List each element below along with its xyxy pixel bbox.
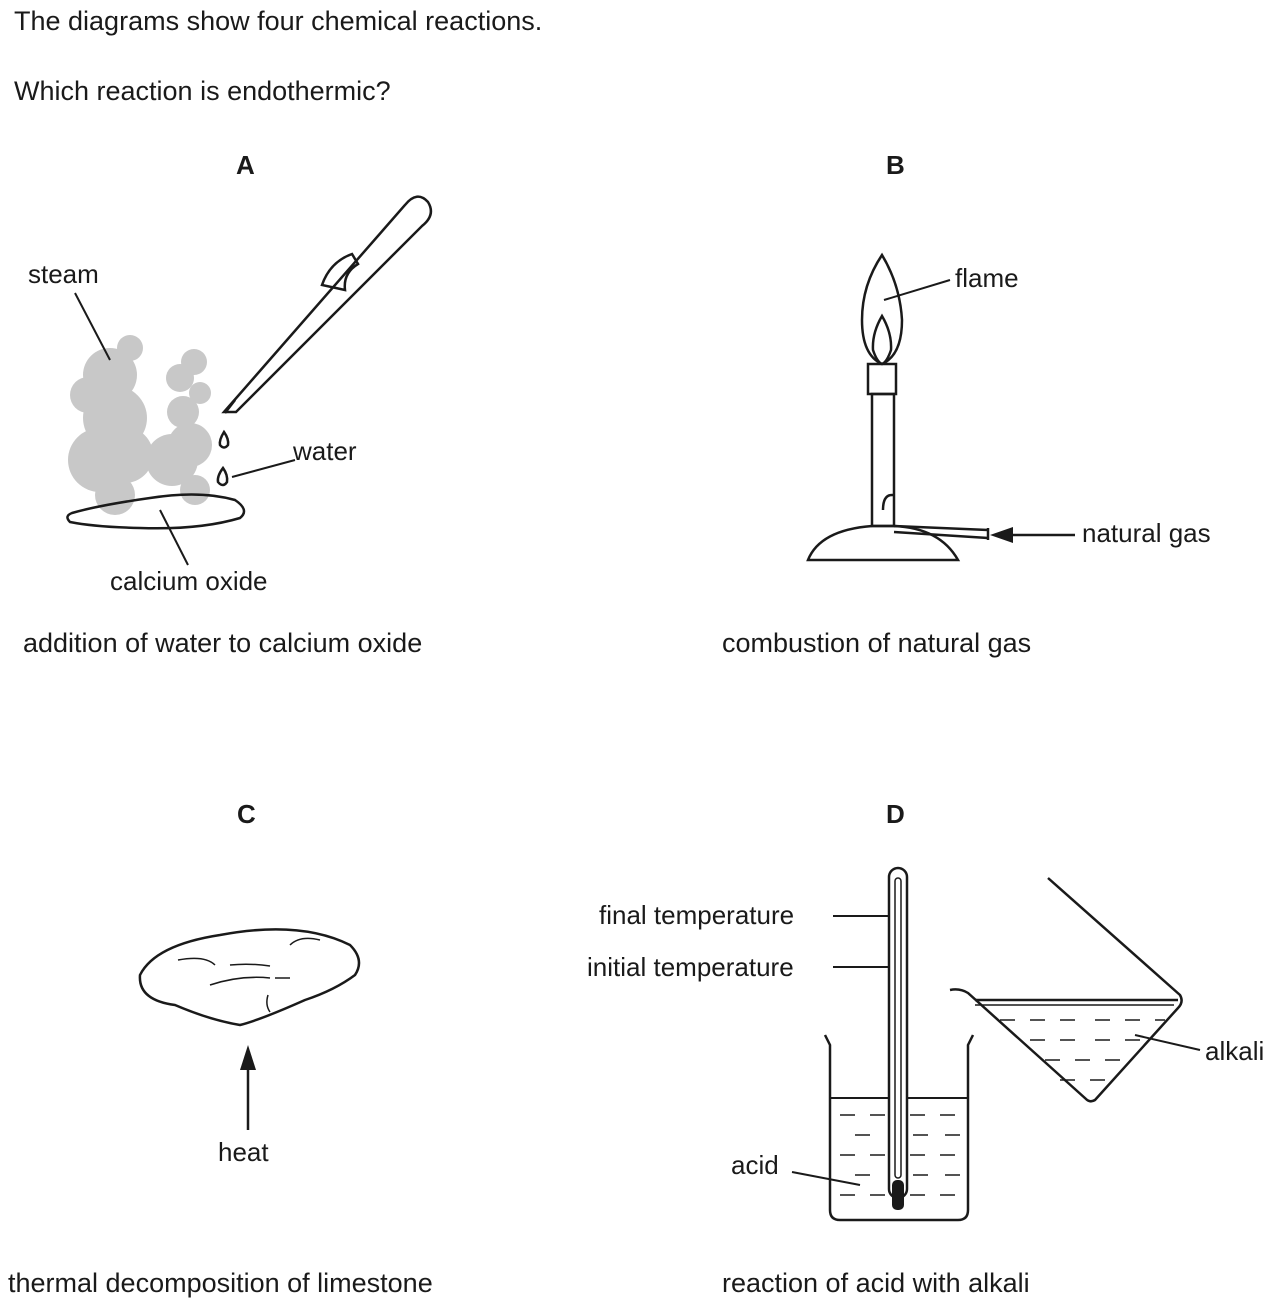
steam-cloud-left [68, 335, 153, 515]
limestone-lump [138, 928, 361, 1027]
initial-temperature-label: initial temperature [587, 952, 794, 982]
dropper [221, 195, 433, 414]
panel-b-caption: combustion of natural gas [722, 628, 1032, 658]
natural-gas-label: natural gas [1082, 518, 1211, 548]
beaker-alkali [949, 877, 1183, 1103]
final-temperature-label: final temperature [599, 900, 795, 930]
thermometer [887, 866, 909, 1210]
heat-arrow [240, 1045, 256, 1130]
alkali-label: alkali [1205, 1036, 1265, 1066]
alkali-dashes [1000, 1019, 1165, 1081]
calcium-oxide-label: calcium oxide [110, 566, 268, 596]
bunsen-burner [806, 252, 990, 562]
limestone-cracks [177, 937, 321, 1013]
panel-b-letter: B [886, 150, 905, 180]
flame-leader-line [883, 279, 951, 301]
acid-label: acid [731, 1150, 779, 1180]
steam-cloud-right [146, 349, 212, 505]
calcium-oxide-lump [66, 493, 246, 530]
labels-leader-lines-a [74, 292, 296, 566]
panel-a-letter: A [236, 150, 255, 180]
water-label: water [293, 436, 357, 466]
panel-c-caption: thermal decomposition of limestone [8, 1268, 433, 1298]
question-intro: The diagrams show four chemical reaction… [14, 6, 543, 36]
flame-label: flame [955, 263, 1019, 293]
panel-c-letter: C [237, 799, 256, 829]
acid-dashes [840, 1114, 960, 1196]
heat-label: heat [218, 1137, 269, 1167]
water-drops [216, 429, 230, 487]
panel-d-caption: reaction of acid with alkali [722, 1268, 1030, 1298]
steam-label: steam [28, 259, 99, 289]
panel-a-caption: addition of water to calcium oxide [23, 628, 423, 658]
question-prompt: Which reaction is endothermic? [14, 76, 391, 106]
labels-leader-lines-d [791, 915, 1201, 1186]
panel-d-letter: D [886, 799, 905, 829]
gas-arrow [990, 527, 1075, 543]
